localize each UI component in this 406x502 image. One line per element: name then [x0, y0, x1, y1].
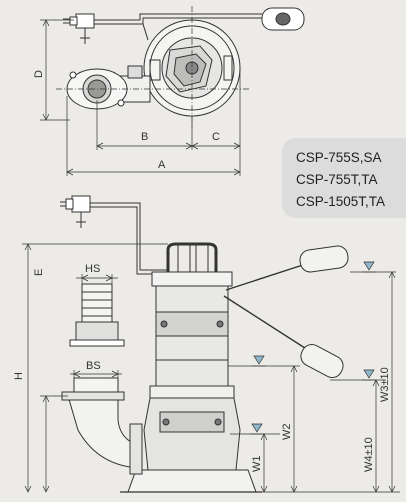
- label-w3: W3±10: [379, 367, 391, 402]
- top-cable: [94, 13, 262, 21]
- pump-motor-body: [149, 271, 235, 399]
- label-w2: W2: [281, 423, 293, 441]
- label-bs: BS: [86, 360, 101, 372]
- dimension-d: [40, 19, 74, 121]
- dimension-h: [22, 243, 168, 493]
- top-plug-icon: [63, 13, 95, 44]
- label-c: C: [212, 131, 220, 143]
- label-w4: W4±10: [363, 437, 375, 472]
- top-discharge-flange: [66, 65, 151, 110]
- float-switch-lower: [223, 295, 344, 379]
- label-hs: HS: [85, 263, 101, 275]
- dimension-hs: [76, 274, 118, 284]
- label-e: E: [33, 268, 45, 276]
- top-view: [40, 6, 305, 176]
- dimension-b-c: [96, 68, 241, 150]
- model-list: CSP-755S,SA CSP-755T,TA CSP-1505T,TA: [282, 138, 406, 218]
- dimension-bs: [70, 370, 122, 378]
- side-plug-icon: [60, 195, 91, 228]
- dimension-e: [40, 395, 68, 493]
- model-item: CSP-755S,SA: [296, 150, 382, 165]
- top-float-switch: [261, 7, 305, 31]
- float-switch-upper: [225, 245, 349, 291]
- label-d: D: [33, 70, 45, 78]
- model-item: CSP-1505T,TA: [296, 194, 386, 209]
- label-h: H: [13, 372, 25, 380]
- top-pump-body: [143, 19, 241, 117]
- dimension-a: [66, 96, 241, 176]
- side-power-cable: [90, 202, 168, 271]
- model-item: CSP-755T,TA: [296, 172, 378, 187]
- label-w1: W1: [251, 455, 263, 473]
- discharge-elbow: [61, 377, 143, 475]
- pump-handle: [166, 242, 218, 272]
- pump-casing: [120, 397, 262, 493]
- label-a: A: [158, 159, 166, 171]
- hose-connector: [69, 283, 125, 347]
- side-view: [22, 195, 400, 493]
- label-b: B: [141, 131, 149, 143]
